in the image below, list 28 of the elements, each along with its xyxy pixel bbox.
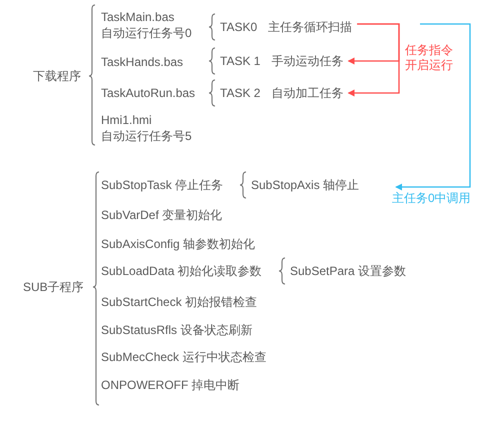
- subroutine-label: SubLoadData 初始化读取参数: [101, 263, 262, 279]
- task-description: 自动加工任务: [271, 85, 344, 101]
- subroutine-label: SubStopAxis 轴停止: [251, 177, 360, 193]
- subroutine-label: SubAxisConfig 轴参数初始化: [101, 236, 256, 252]
- subroutine-label: SubSetPara 设置参数: [290, 263, 406, 279]
- file-name: TaskAutoRun.bas: [101, 85, 196, 101]
- task-label: TASK0: [220, 19, 258, 35]
- subroutine-label: SubStatusRfls 设备状态刷新: [101, 322, 252, 338]
- arrow: [348, 23, 400, 96]
- task-number-note: 自动运行任务号5: [101, 128, 192, 144]
- file-name: TaskHands.bas: [101, 54, 184, 70]
- edge-label: 任务指令开启运行: [405, 43, 455, 73]
- file-name: Hmi1.hmi: [101, 112, 153, 128]
- subroutine-label: SubStopTask 停止任务: [101, 177, 224, 193]
- group-label: SUB子程序: [23, 279, 84, 295]
- task-description: 主任务循环扫描: [268, 19, 352, 35]
- task-label: TASK 2: [220, 85, 260, 101]
- task-description: 手动运动任务: [271, 53, 344, 69]
- task-number-note: 自动运行任务号0: [101, 25, 192, 41]
- subroutine-label: SubVarDef 变量初始化: [101, 207, 222, 223]
- subroutine-label: ONPOWEROFF 掉电中断: [101, 377, 240, 393]
- subroutine-label: SubStartCheck 初始报错检查: [101, 294, 258, 310]
- group-label: 下载程序: [33, 68, 81, 84]
- subroutine-label: SubMecCheck 运行中状态检查: [101, 349, 266, 365]
- arrow: [395, 23, 471, 190]
- task-label: TASK 1: [220, 53, 260, 69]
- file-name: TaskMain.bas: [101, 9, 176, 25]
- edge-label: 主任务0中调用: [392, 191, 471, 206]
